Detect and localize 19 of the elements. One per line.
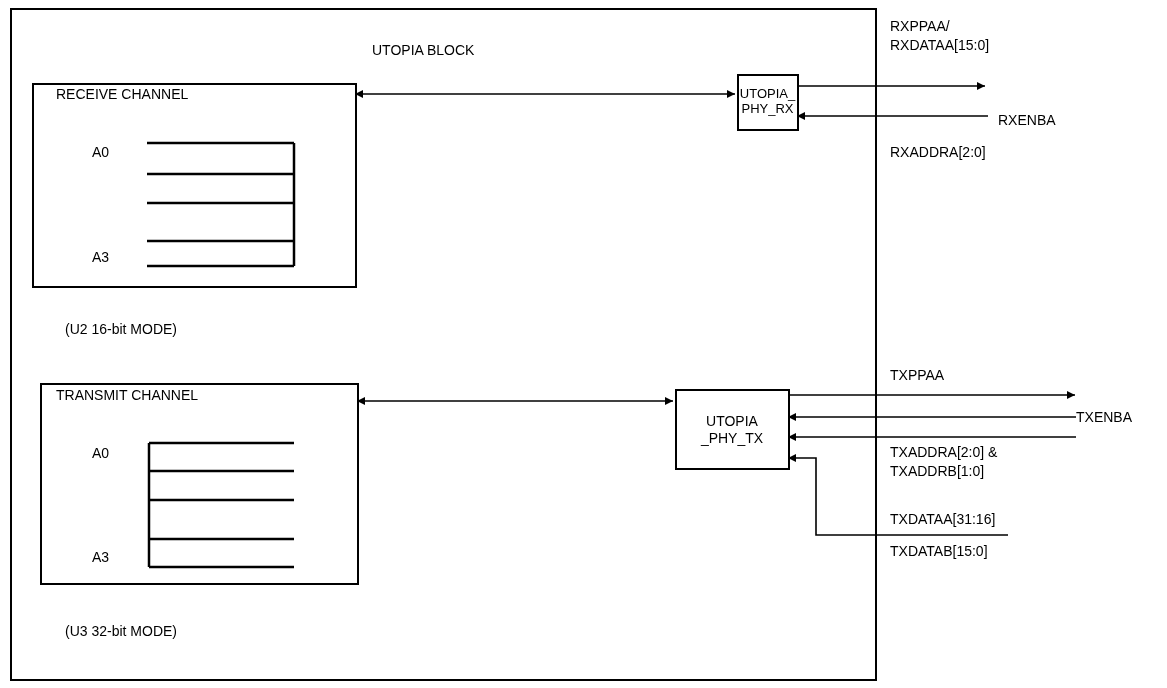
channel-box xyxy=(40,383,359,585)
block-name: UTOPIA_ PHY_RX xyxy=(739,86,796,116)
module-box xyxy=(675,389,790,470)
signal-label: (U3 32-bit MODE) xyxy=(65,622,178,641)
module-box xyxy=(737,74,799,131)
register-label: A3 xyxy=(92,549,111,566)
block-name: UTOPIA _PHY_TX xyxy=(699,413,765,447)
register-label: A0 xyxy=(92,144,111,161)
channel-title: RECEIVE CHANNEL xyxy=(56,86,190,103)
channel-title: TRANSMIT CHANNEL xyxy=(56,387,200,404)
channel-box xyxy=(32,83,357,288)
register-label: A0 xyxy=(92,445,111,462)
signal-label: TXDATAA[31:16] xyxy=(890,510,996,529)
signal-label: TXDATAB[15:0] xyxy=(890,542,988,561)
block-frame xyxy=(10,8,877,681)
block-title: UTOPIA BLOCK xyxy=(372,42,476,59)
signal-label: RXADDRA[2:0] xyxy=(890,143,986,162)
register-label: A3 xyxy=(92,249,111,266)
signal-label: (U2 16-bit MODE) xyxy=(65,320,178,339)
